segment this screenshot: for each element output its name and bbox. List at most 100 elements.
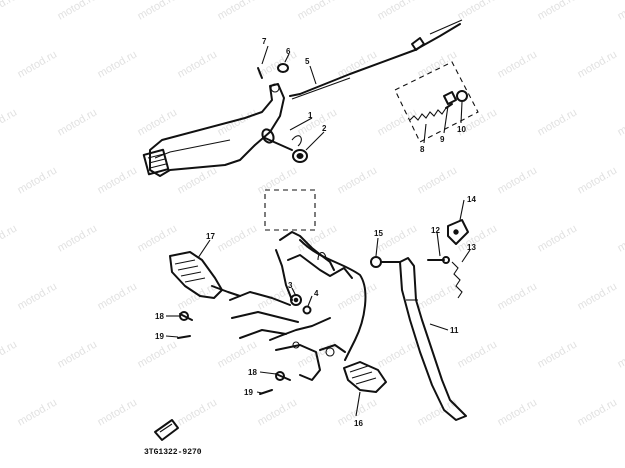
callout-12: 12: [431, 226, 440, 235]
callout-13: 13: [467, 243, 476, 252]
callout-9: 9: [440, 135, 445, 144]
watermark-text: motod.ru: [536, 338, 580, 370]
pivot-shaft: [261, 128, 293, 151]
group-outline-frame: [264, 189, 316, 231]
watermark-text: motod.ru: [216, 0, 260, 23]
brake-pedal: [142, 83, 285, 177]
callout-15: 15: [374, 229, 383, 238]
watermark-text: motod.ru: [176, 48, 220, 80]
footrest-17: [169, 251, 241, 299]
tag-item: [154, 419, 179, 441]
watermark-text: motod.ru: [216, 222, 260, 254]
watermark-text: motod.ru: [376, 222, 420, 254]
watermark-text: motod.ru: [216, 338, 260, 370]
callout-2: 2: [322, 124, 327, 133]
watermark-text: motod.ru: [496, 280, 540, 312]
callout-7: 7: [262, 37, 267, 46]
adjuster-9-10: [443, 90, 468, 105]
watermark-text: motod.ru: [576, 48, 620, 80]
watermark-text: motod.ru: [616, 222, 625, 254]
watermark-text: motod.ru: [136, 0, 180, 23]
watermark-text: motod.ru: [376, 338, 420, 370]
watermark-text: motod.ru: [616, 338, 625, 370]
callout-19-bottom: 19: [244, 388, 253, 397]
callout-18-top: 18: [155, 312, 164, 321]
callout-16: 16: [354, 419, 363, 428]
callout-18-bottom: 18: [248, 368, 257, 377]
leader-lines: [165, 45, 471, 417]
spring-8: [409, 103, 453, 121]
watermark-text: motod.ru: [16, 164, 60, 196]
watermark-text: motod.ru: [296, 106, 340, 138]
watermark-text: motod.ru: [456, 338, 500, 370]
pin-18-top: [179, 311, 193, 321]
watermark-text: motod.ru: [616, 106, 625, 138]
watermark-text: motod.ru: [336, 164, 380, 196]
spring-13: [451, 261, 463, 299]
watermark-text: motod.ru: [16, 280, 60, 312]
watermark-text: motod.ru: [536, 0, 580, 23]
watermark-text: motod.ru: [56, 222, 100, 254]
cotter-pin-7: [257, 67, 263, 79]
watermark-text: motod.ru: [256, 396, 300, 428]
pin-18-bottom: [275, 371, 291, 381]
watermark-text: motod.ru: [96, 164, 140, 196]
watermark-text: motod.ru: [56, 338, 100, 370]
watermark-text: motod.ru: [0, 106, 19, 138]
bracket-14: [447, 219, 469, 245]
watermark-text: motod.ru: [376, 0, 420, 23]
watermark-text: motod.ru: [16, 396, 60, 428]
watermark-text: motod.ru: [96, 396, 140, 428]
pin-19-top: [177, 335, 191, 339]
washer-6: [277, 63, 289, 73]
footrest-16: [343, 361, 387, 393]
watermark-text: motod.ru: [576, 280, 620, 312]
watermark-text: motod.ru: [96, 48, 140, 80]
watermark-text: motod.ru: [576, 396, 620, 428]
watermark-text: motod.ru: [336, 280, 380, 312]
watermark-text: motod.ru: [0, 222, 19, 254]
watermark-text: motod.ru: [536, 106, 580, 138]
callout-4: 4: [314, 289, 319, 298]
callout-1: 1: [308, 111, 313, 120]
watermark-text: motod.ru: [416, 164, 460, 196]
watermark-text: motod.ru: [296, 0, 340, 23]
callout-10: 10: [457, 125, 466, 134]
watermark-text: motod.ru: [336, 48, 380, 80]
watermark-text: motod.ru: [16, 48, 60, 80]
watermark-text: motod.ru: [0, 338, 19, 370]
watermark-text: motod.ru: [536, 222, 580, 254]
watermark-text: motod.ru: [496, 48, 540, 80]
callout-3: 3: [288, 281, 293, 290]
watermark-text: motod.ru: [136, 222, 180, 254]
nut-4: [302, 305, 312, 315]
drawing-code: 3TG1322-9270: [144, 448, 202, 457]
callout-19-top: 19: [155, 332, 164, 341]
callout-6: 6: [286, 47, 291, 56]
watermark-text: motod.ru: [176, 396, 220, 428]
watermark-text: motod.ru: [496, 164, 540, 196]
group-outline-rod: [394, 61, 479, 143]
watermark-layer: motod.ru motod.ru motod.ru motod.ru motod.ru…: [0, 0, 625, 429]
watermark-text: motod.ru: [256, 164, 300, 196]
watermark-text: motod.ru: [376, 106, 420, 138]
watermark-text: motod.ru: [56, 0, 100, 23]
callout-17: 17: [206, 232, 215, 241]
watermark-text: motod.ru: [56, 106, 100, 138]
callout-14: 14: [467, 195, 476, 204]
watermark-text: motod.ru: [136, 106, 180, 138]
frame: [229, 231, 367, 381]
watermark-text: motod.ru: [456, 0, 500, 23]
bushing-2: [291, 135, 308, 163]
callout-11: 11: [450, 326, 459, 335]
watermark-text: motod.ru: [96, 280, 140, 312]
watermark-text: motod.ru: [216, 106, 260, 138]
bolt-12: [427, 256, 450, 264]
watermark-text: motod.ru: [496, 396, 540, 428]
watermark-text: motod.ru: [576, 164, 620, 196]
watermark-text: motod.ru: [136, 338, 180, 370]
callout-8: 8: [420, 145, 425, 154]
bolt-15: [370, 256, 401, 268]
